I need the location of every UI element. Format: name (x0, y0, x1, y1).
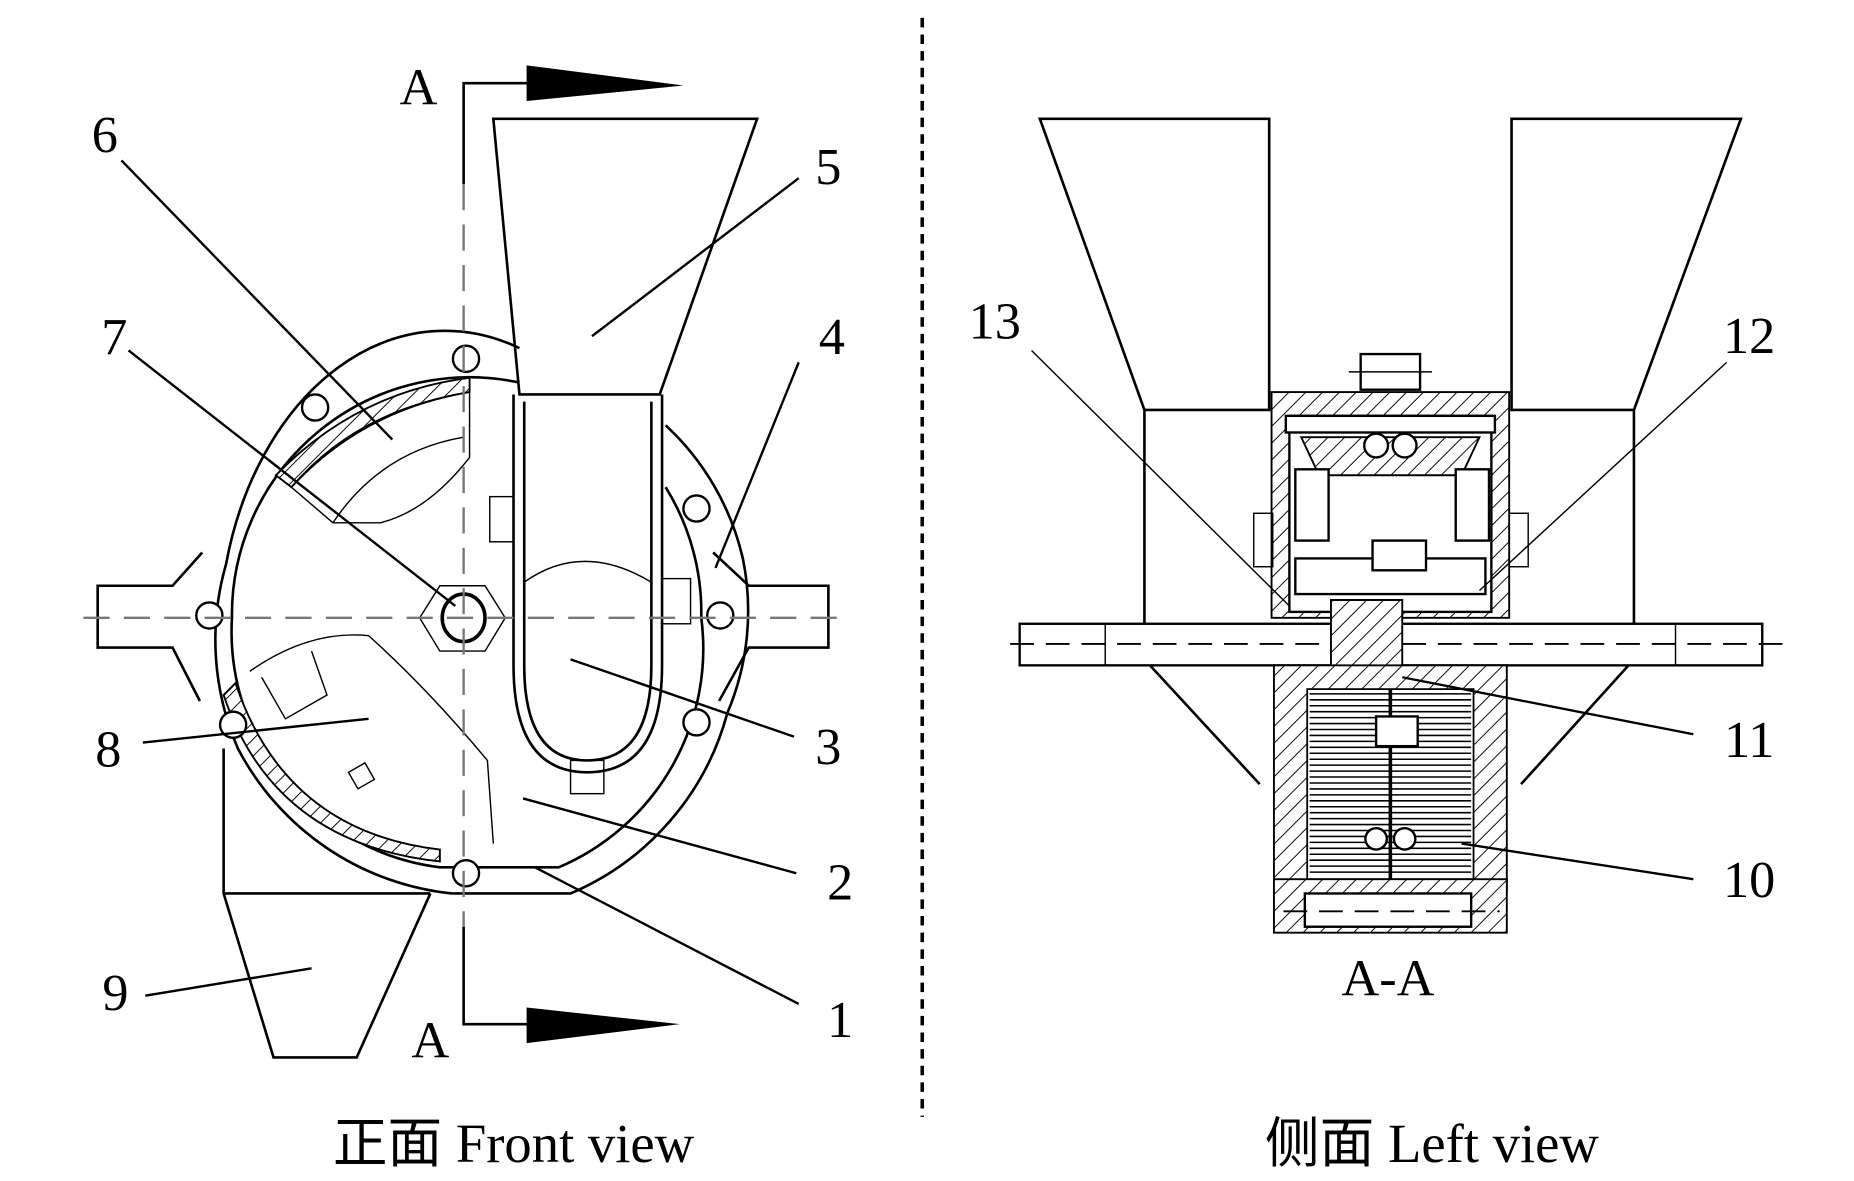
discharge-outlet (222, 748, 432, 1059)
hatched-liner-top (274, 376, 471, 489)
part-label-3: 3 (815, 718, 841, 776)
left-view-caption: 侧面 Left view (1265, 1113, 1599, 1174)
chute-clip-right (661, 577, 692, 625)
clip-right (1508, 512, 1529, 568)
section-title: A-A (1342, 950, 1435, 1008)
upper-hammer (290, 391, 471, 524)
mid-fastener (1371, 539, 1428, 572)
clip-left (1253, 512, 1274, 568)
hatched-liner-bottom (222, 681, 441, 863)
magnet-right (1454, 468, 1491, 542)
core-fastener (1374, 715, 1419, 748)
part-label-10: 10 (1723, 851, 1775, 909)
top-plate (1284, 414, 1497, 434)
left-leaders (1031, 349, 1728, 881)
part-label-13: 13 (969, 293, 1021, 351)
part-label-4: 4 (819, 308, 845, 366)
chute-opening (523, 560, 652, 583)
part-label-1: 1 (827, 991, 853, 1049)
part-label-2: 2 (827, 853, 853, 911)
section-line-top (462, 81, 529, 185)
front-view-caption: 正面 Front view (333, 1113, 695, 1174)
part-label-9: 9 (102, 964, 128, 1022)
front-leaders (120, 159, 800, 1006)
magnet-left (1294, 468, 1330, 542)
part-label-12: 12 (1723, 307, 1775, 365)
section-mark-bottom: A (411, 1011, 449, 1069)
small-block (347, 761, 376, 790)
bottom-bolt (1303, 892, 1473, 928)
part-label-6: 6 (92, 106, 118, 164)
section-arrow-bottom-icon (526, 1007, 680, 1044)
lower-hammer (249, 634, 495, 844)
housing-flange (214, 329, 750, 895)
chute-base (569, 759, 605, 795)
part-label-8: 8 (95, 720, 121, 778)
section-arrow-top-icon (526, 65, 684, 101)
part-label-5: 5 (815, 138, 841, 196)
hopper (491, 117, 759, 396)
left-hopper (1038, 117, 1271, 624)
lower-cone (1143, 658, 1635, 786)
section-line-bottom (462, 926, 529, 1026)
chute-clip-left (489, 495, 515, 543)
part-label-11: 11 (1724, 711, 1774, 769)
feed-chute (512, 394, 664, 774)
part-label-7: 7 (101, 308, 127, 366)
left-view: 13 12 11 10 A-A 侧面 Left view (969, 117, 1783, 1174)
section-mark-top: A (400, 59, 438, 117)
right-hopper (1510, 117, 1743, 624)
front-view: A A 6 7 5 4 3 8 2 1 9 正面 Front view (83, 59, 853, 1174)
flange-bolts (195, 344, 735, 888)
